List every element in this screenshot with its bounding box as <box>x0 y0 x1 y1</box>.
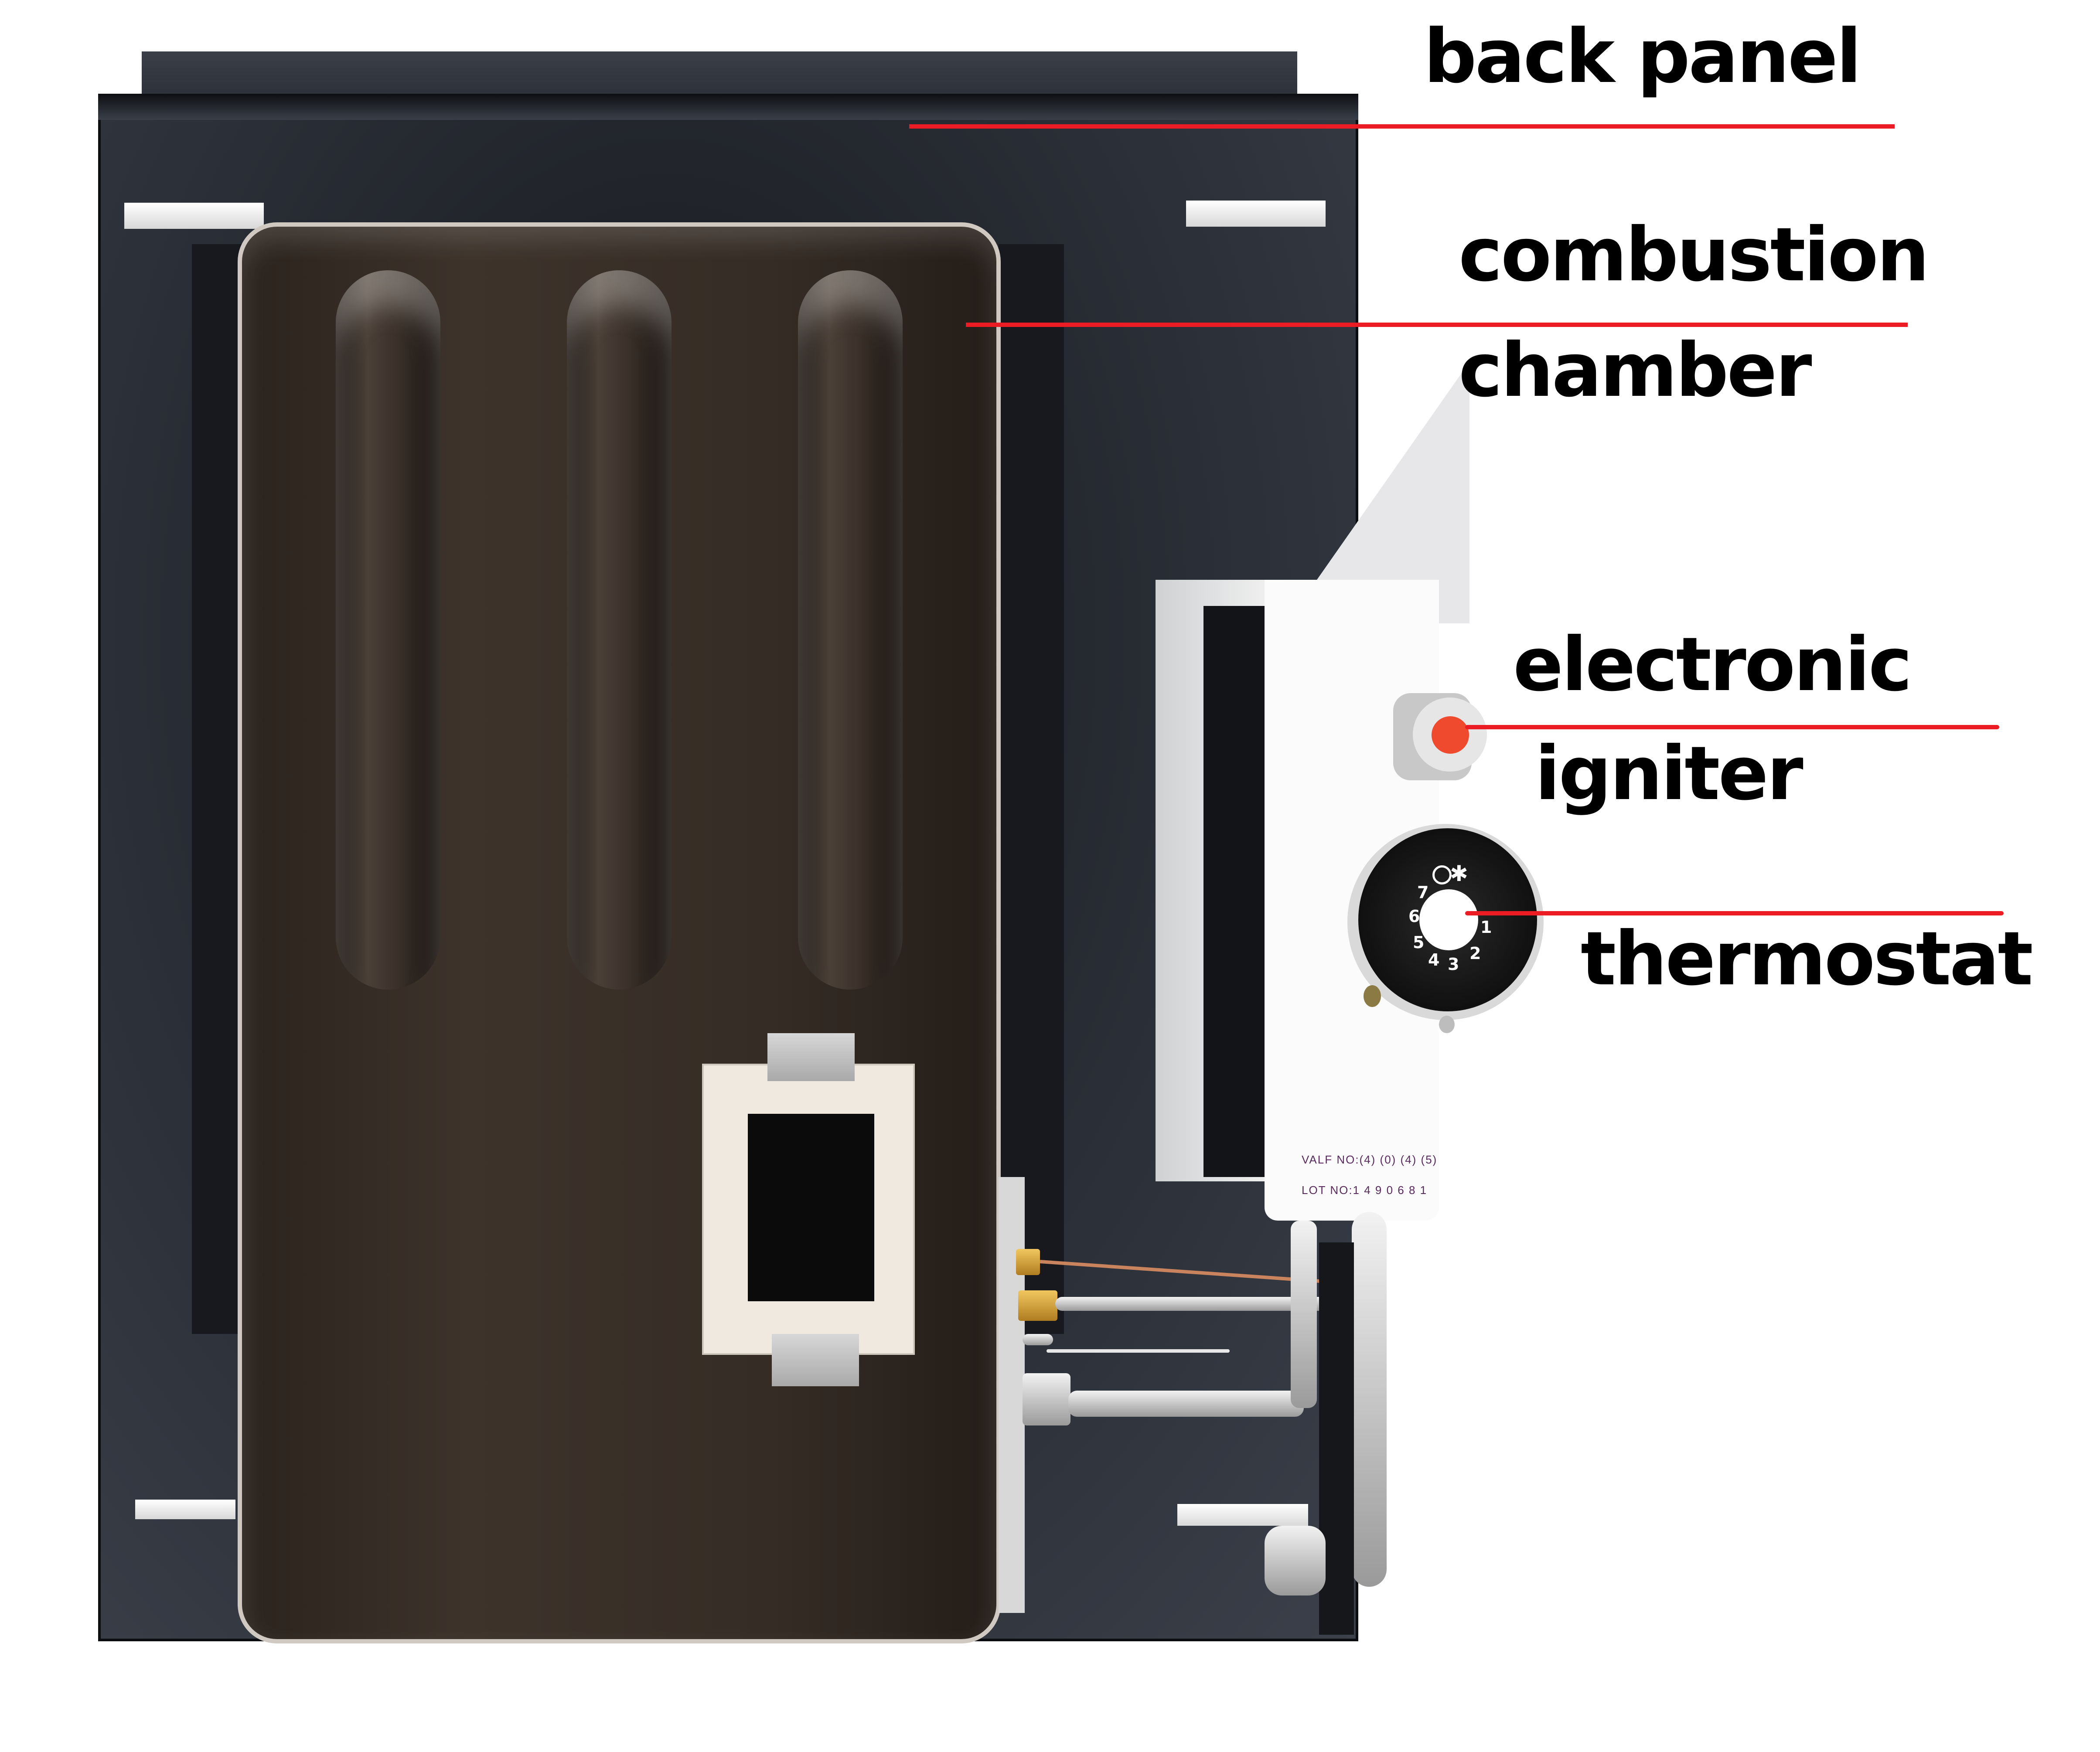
gas-tube-vertical <box>1291 1221 1317 1408</box>
supply-pipe <box>1352 1212 1387 1587</box>
indicator-dot <box>1439 1016 1455 1033</box>
label-chamber: chamber <box>1459 327 1812 414</box>
label-electronic: electronic <box>1513 622 1912 708</box>
igniter-wire <box>1047 1349 1230 1353</box>
igniter-electrode <box>1023 1334 1053 1345</box>
gas-tube <box>1068 1391 1304 1417</box>
thermostat-knob-center <box>1419 889 1478 950</box>
fitting-bracket <box>999 1177 1025 1613</box>
igniter-button[interactable] <box>1432 716 1469 754</box>
chamber-rib <box>798 270 903 990</box>
dial-number: 6 <box>1408 907 1420 926</box>
dial-number: 1 <box>1480 918 1492 937</box>
mounting-slot <box>124 203 264 229</box>
brass-fitting <box>1016 1249 1040 1275</box>
lot-number-label: LOT NO:1 4 9 0 6 8 1 <box>1302 1184 1428 1197</box>
control-box-insulation <box>1203 606 1273 1177</box>
pilot-tube <box>1055 1297 1334 1311</box>
leader-line-thermostat <box>1465 911 2004 915</box>
brass-fitting <box>1018 1290 1057 1321</box>
window-clip-bottom <box>772 1334 859 1386</box>
dial-number: 7 <box>1417 883 1429 902</box>
dial-number: 3 <box>1448 955 1459 974</box>
chamber-rib <box>567 270 672 990</box>
adjust-screw <box>1364 985 1381 1007</box>
label-combustion: combustion <box>1459 212 1930 298</box>
inlet-nut <box>1265 1526 1326 1596</box>
back-panel-lip <box>98 94 1358 120</box>
label-igniter: igniter <box>1535 731 1803 817</box>
dial-number: 5 <box>1413 933 1425 952</box>
dial-number: 2 <box>1469 944 1481 963</box>
right-flange <box>999 244 1064 1334</box>
label-thermostat: thermostat <box>1581 916 2033 1002</box>
valve-number-label: VALF NO:(4) (0) (4) (5) <box>1302 1153 1438 1166</box>
mounting-slot <box>135 1500 235 1519</box>
window-clip-top <box>767 1033 855 1081</box>
sight-window-glass <box>748 1114 874 1301</box>
pilot-symbol-icon <box>1432 865 1452 885</box>
leader-line-combustion-chamber <box>966 323 1908 327</box>
leader-line-electronic-igniter <box>1465 725 1999 729</box>
ignition-star-icon: ✱ <box>1450 861 1468 886</box>
chamber-rib <box>336 270 440 990</box>
dial-number: 4 <box>1428 950 1440 970</box>
leader-line-back-panel <box>909 124 1895 129</box>
mounting-slot <box>1177 1504 1308 1526</box>
hex-nut <box>1023 1373 1070 1425</box>
mounting-slot <box>1186 201 1326 227</box>
label-back-panel: back panel <box>1424 14 1861 100</box>
